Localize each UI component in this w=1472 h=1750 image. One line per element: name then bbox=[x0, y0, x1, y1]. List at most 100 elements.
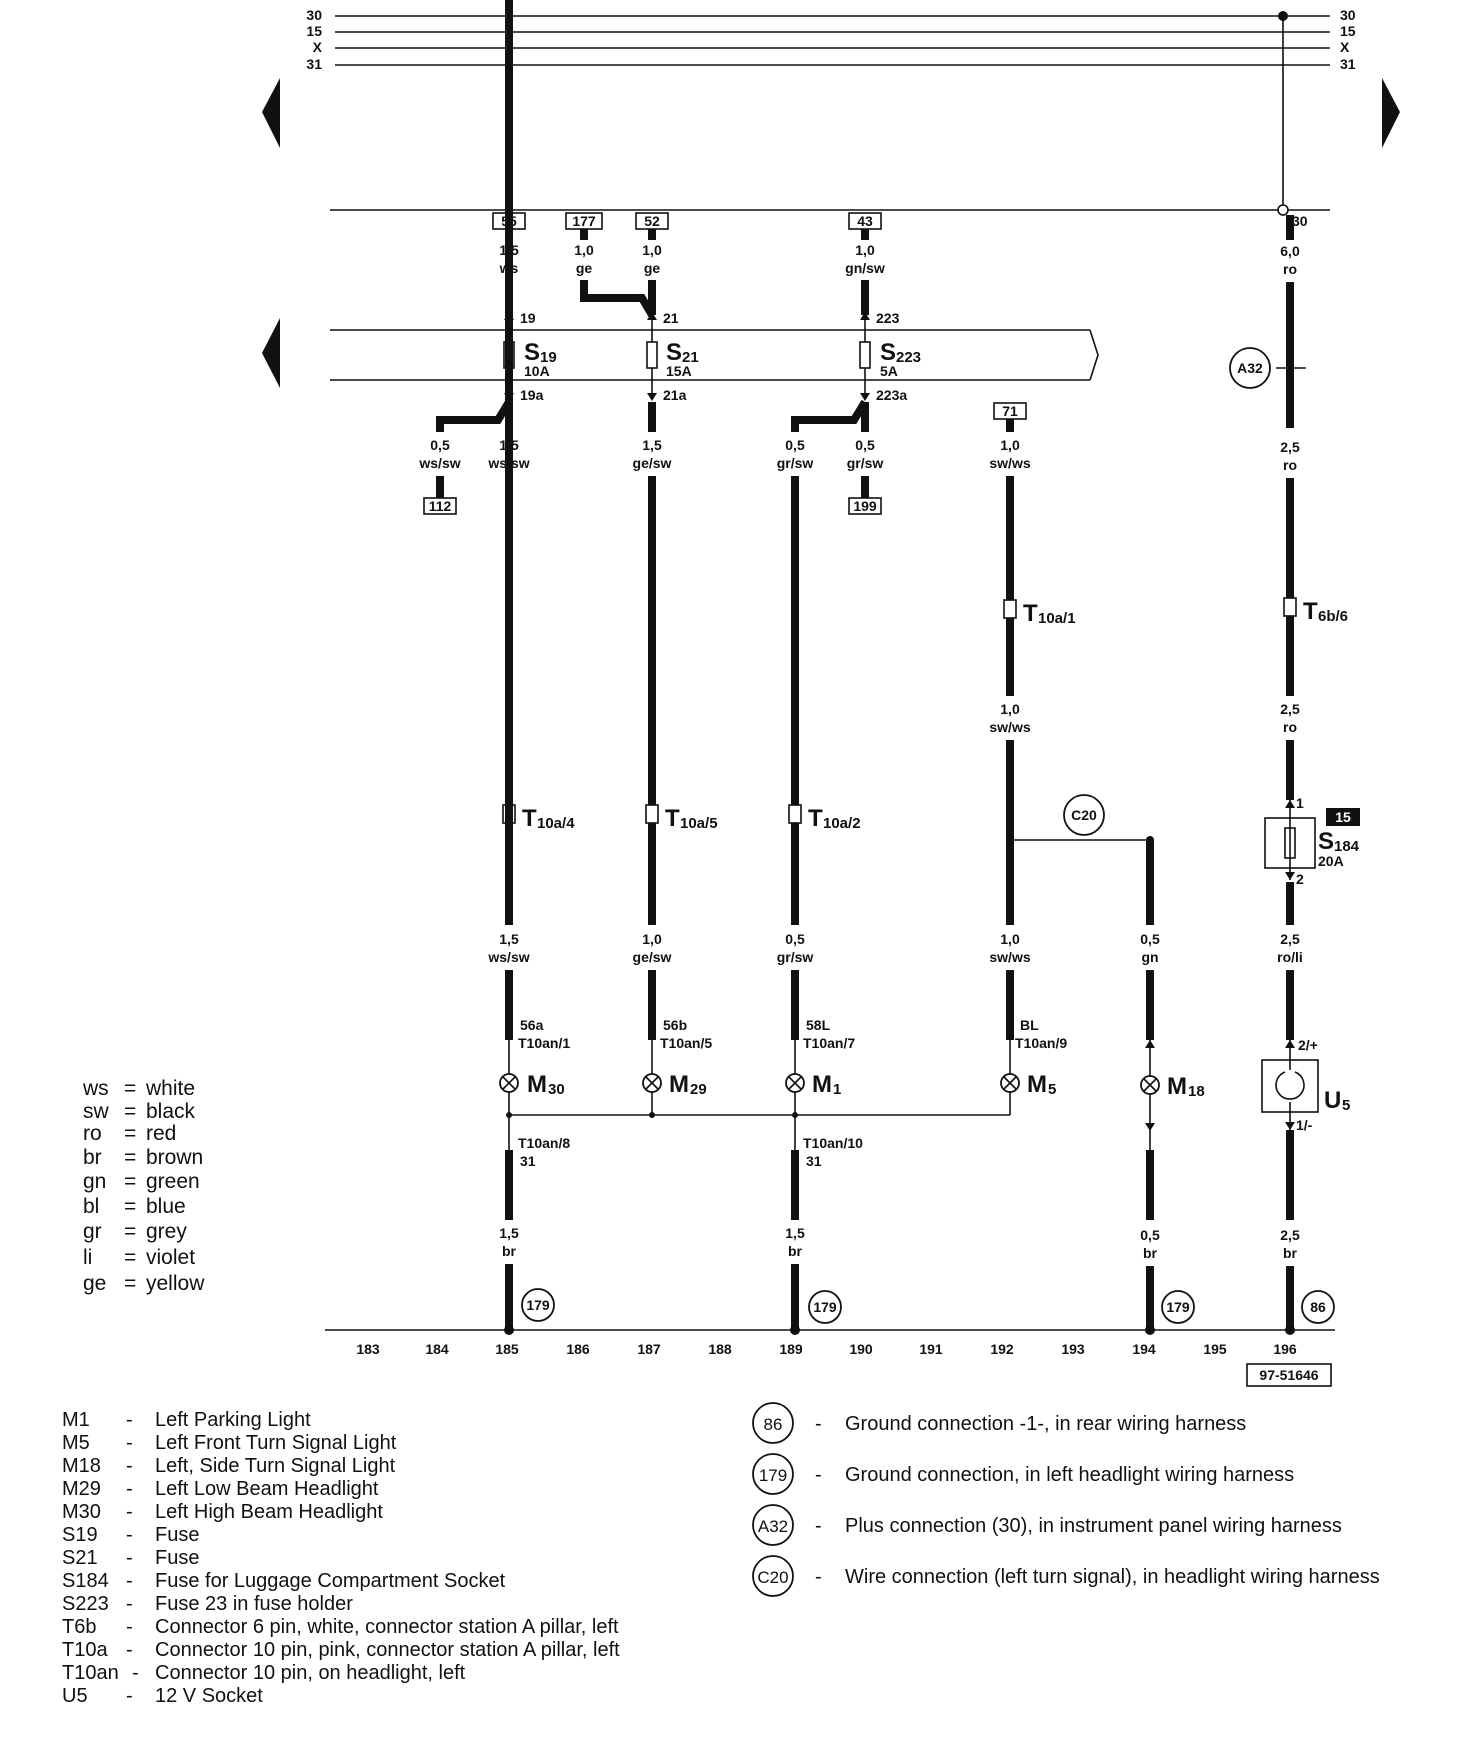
wire-ref-177: 177 bbox=[572, 213, 596, 229]
svg-text:Left Front Turn Signal Light: Left Front Turn Signal Light bbox=[155, 1432, 397, 1454]
svg-text:1,0: 1,0 bbox=[1000, 931, 1020, 947]
ground-86: 86 bbox=[1310, 1299, 1326, 1315]
svg-text:Left High Beam Headlight: Left High Beam Headlight bbox=[155, 1501, 383, 1523]
circuit-185: 55 1,5 ws 19 S 19 10A 19a 0,5 ws/sw 112 … bbox=[418, 0, 575, 1335]
svg-text:15A: 15A bbox=[666, 363, 692, 379]
svg-text:187: 187 bbox=[637, 1341, 661, 1357]
ground-179-a: 179 bbox=[526, 1297, 550, 1313]
bus-label-right-x: X bbox=[1340, 39, 1350, 55]
svg-text:T6b: T6b bbox=[62, 1616, 96, 1638]
svg-text:Connector 10 pin, on headlight: Connector 10 pin, on headlight, left bbox=[155, 1662, 466, 1684]
svg-text:30: 30 bbox=[548, 1081, 565, 1098]
svg-text:56a: 56a bbox=[520, 1017, 544, 1033]
bus-label-right-30: 30 bbox=[1340, 7, 1356, 23]
svg-text:sw: sw bbox=[83, 1100, 110, 1123]
svg-text:M30: M30 bbox=[62, 1501, 101, 1523]
svg-text:T: T bbox=[665, 805, 680, 832]
svg-text:=: = bbox=[124, 1100, 136, 1123]
svg-text:1: 1 bbox=[833, 1081, 841, 1098]
svg-text:1/-: 1/- bbox=[1296, 1117, 1313, 1133]
circuit-192: 71 1,0 sw/ws T 10a/1 1,0 sw/ws 1,0 sw/ws… bbox=[989, 402, 1076, 1115]
svg-text:18: 18 bbox=[1188, 1083, 1205, 1100]
fuse-S223-symbol bbox=[859, 341, 871, 369]
svg-text:ge: ge bbox=[644, 260, 661, 276]
svg-text:-: - bbox=[815, 1566, 822, 1588]
svg-text:T10an/1: T10an/1 bbox=[518, 1035, 570, 1051]
svg-text:2,5: 2,5 bbox=[1280, 931, 1300, 947]
svg-text:S21: S21 bbox=[62, 1547, 98, 1569]
svg-text:Left Low Beam Headlight: Left Low Beam Headlight bbox=[155, 1478, 379, 1500]
svg-text:2: 2 bbox=[1296, 871, 1304, 887]
svg-text:M29: M29 bbox=[62, 1478, 101, 1500]
svg-text:-: - bbox=[126, 1616, 133, 1638]
svg-text:Fuse for Luggage Compartment S: Fuse for Luggage Compartment Socket bbox=[155, 1570, 506, 1592]
svg-text:0,5: 0,5 bbox=[1140, 931, 1160, 947]
svg-text:=: = bbox=[124, 1220, 136, 1243]
svg-text:br: br bbox=[1143, 1245, 1158, 1261]
svg-text:Fuse: Fuse bbox=[155, 1524, 199, 1546]
svg-text:U5: U5 bbox=[62, 1685, 88, 1707]
svg-text:-: - bbox=[815, 1413, 822, 1435]
svg-text:gr/sw: gr/sw bbox=[847, 455, 884, 471]
svg-text:T10an/7: T10an/7 bbox=[803, 1035, 855, 1051]
circuit-189: 43 1,0 gn/sw 223 S 223 5A 223a 0,5 gr/sw… bbox=[777, 212, 921, 1335]
svg-text:188: 188 bbox=[708, 1341, 732, 1357]
component-U5-label: U bbox=[1324, 1087, 1341, 1114]
svg-text:-: - bbox=[126, 1432, 133, 1454]
svg-text:T10an/10: T10an/10 bbox=[803, 1135, 863, 1151]
page-arrow-right-top bbox=[1382, 78, 1400, 148]
svg-text:ws/sw: ws/sw bbox=[418, 455, 460, 471]
connection-C20: C20 bbox=[1071, 807, 1097, 823]
svg-text:T10an/9: T10an/9 bbox=[1015, 1035, 1067, 1051]
svg-text:ro/li: ro/li bbox=[1277, 949, 1303, 965]
connector-T10a2-symbol bbox=[788, 804, 802, 824]
component-M29-label: M bbox=[669, 1071, 689, 1098]
svg-text:gr/sw: gr/sw bbox=[777, 949, 814, 965]
wire-ref-15: 15 bbox=[1335, 809, 1351, 825]
svg-text:-: - bbox=[126, 1501, 133, 1523]
svg-text:violet: violet bbox=[146, 1246, 195, 1269]
svg-text:sw/ws: sw/ws bbox=[989, 455, 1030, 471]
component-M18-label: M bbox=[1167, 1073, 1187, 1100]
ground-179-b: 179 bbox=[813, 1299, 837, 1315]
svg-text:ws: ws bbox=[82, 1077, 109, 1100]
svg-text:2,5: 2,5 bbox=[1280, 701, 1300, 717]
page-arrow-left-fusebox bbox=[262, 318, 280, 388]
svg-text:-: - bbox=[126, 1570, 133, 1592]
svg-text:56b: 56b bbox=[663, 1017, 687, 1033]
svg-text:=: = bbox=[124, 1077, 136, 1100]
svg-text:ge: ge bbox=[83, 1272, 106, 1295]
svg-text:M5: M5 bbox=[62, 1432, 90, 1454]
svg-text:29: 29 bbox=[690, 1081, 707, 1098]
svg-text:Fuse: Fuse bbox=[155, 1547, 199, 1569]
svg-text:=: = bbox=[124, 1146, 136, 1169]
svg-text:184: 184 bbox=[425, 1341, 449, 1357]
component-key: M1 - Left Parking Light M5 - Left Front … bbox=[62, 1409, 620, 1707]
component-M30-label: M bbox=[527, 1071, 547, 1098]
bus-lines: 30 15 X 31 30 15 X 31 bbox=[306, 7, 1355, 72]
svg-text:ge: ge bbox=[576, 260, 593, 276]
svg-text:20A: 20A bbox=[1318, 853, 1344, 869]
circuit-196: 6,0 ro A32 2,5 ro T 6b/6 2,5 ro 1 15 S 1… bbox=[1229, 215, 1360, 1335]
svg-text:white: white bbox=[145, 1077, 195, 1100]
connection-A32: A32 bbox=[1237, 360, 1263, 376]
svg-text:-: - bbox=[126, 1409, 133, 1431]
svg-text:Wire connection (left turn sig: Wire connection (left turn signal), in h… bbox=[845, 1566, 1380, 1588]
color-legend: ws = white sw = black ro = red br = brow… bbox=[82, 1077, 205, 1295]
bus-label-right-31: 31 bbox=[1340, 56, 1356, 72]
svg-text:=: = bbox=[124, 1170, 136, 1193]
svg-text:179: 179 bbox=[759, 1466, 787, 1485]
svg-text:2/+: 2/+ bbox=[1298, 1037, 1318, 1053]
component-M1-label: M bbox=[812, 1071, 832, 1098]
svg-text:10A: 10A bbox=[524, 363, 550, 379]
connector-T10a5-symbol bbox=[645, 804, 659, 824]
svg-text:br: br bbox=[788, 1243, 803, 1259]
svg-text:1,0: 1,0 bbox=[1000, 437, 1020, 453]
svg-text:T: T bbox=[808, 805, 823, 832]
svg-text:191: 191 bbox=[919, 1341, 943, 1357]
svg-text:5A: 5A bbox=[880, 363, 898, 379]
svg-text:Left Parking Light: Left Parking Light bbox=[155, 1409, 311, 1431]
wire-ref-71: 71 bbox=[1002, 403, 1018, 419]
svg-text:10a/2: 10a/2 bbox=[823, 815, 861, 832]
